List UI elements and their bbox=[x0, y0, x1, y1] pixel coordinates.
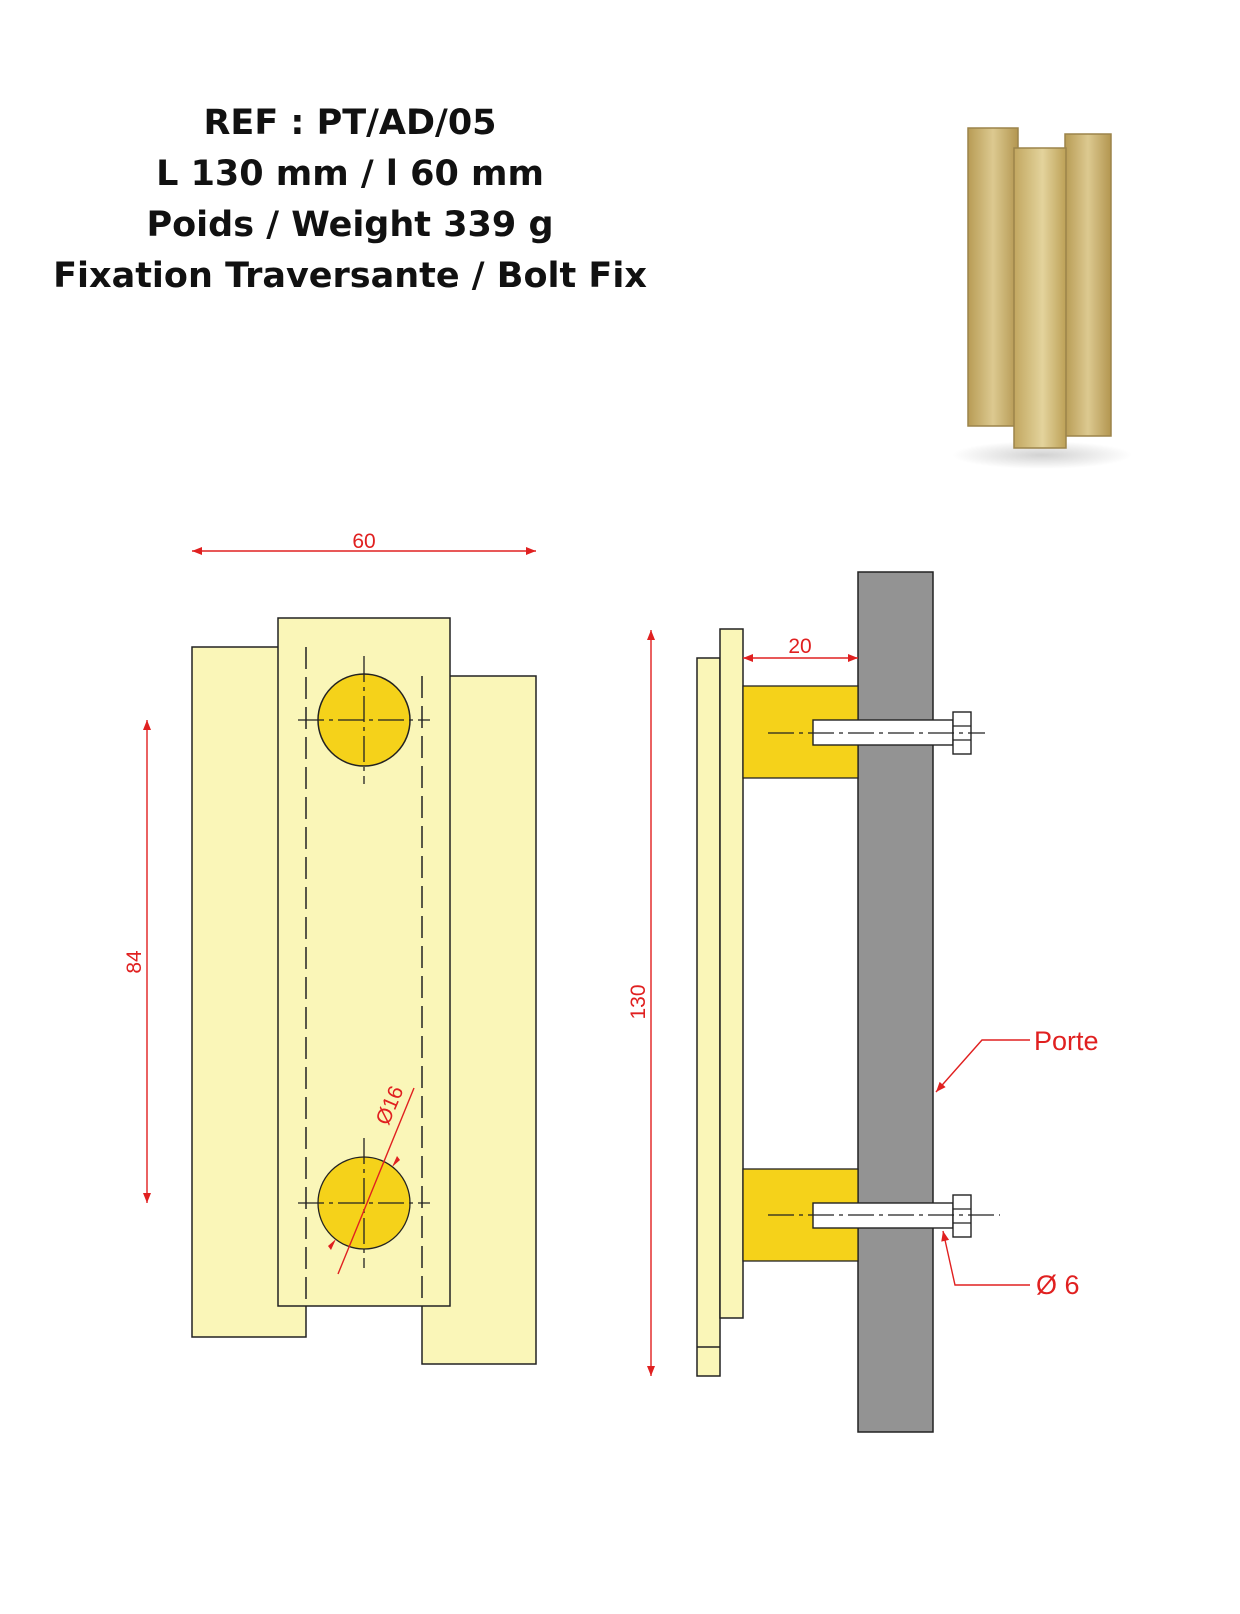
side-middle-plate bbox=[719, 628, 744, 1319]
hole-spacing-dimension-label: 84 bbox=[123, 950, 146, 974]
length-dimension-label: 130 bbox=[627, 984, 650, 1019]
product-header: REF : PT/AD/05 L 130 mm / l 60 mm Poids … bbox=[40, 98, 660, 302]
bolt-diameter-leader bbox=[941, 1230, 1030, 1286]
standoff-dimension-label: 20 bbox=[788, 635, 811, 658]
door-leader bbox=[935, 1039, 1030, 1093]
photo-middle-bar bbox=[1013, 147, 1067, 449]
side-outer-plate bbox=[696, 657, 721, 1377]
front-view: 60 84 Ø16 bbox=[123, 530, 537, 1365]
fixing-text: Fixation Traversante / Bolt Fix bbox=[53, 256, 647, 296]
hole-diameter-leader bbox=[337, 1087, 415, 1275]
size-text: L 130 mm / l 60 mm bbox=[156, 154, 544, 194]
product-photo bbox=[952, 127, 1132, 469]
top-hole bbox=[298, 656, 430, 784]
bottom-bolt bbox=[768, 1194, 1000, 1238]
width-dimension-label: 60 bbox=[352, 530, 375, 553]
photo-left-bar bbox=[967, 127, 1019, 427]
bolt-diameter-label: Ø 6 bbox=[1036, 1270, 1080, 1300]
reference-text: REF : PT/AD/05 bbox=[203, 103, 497, 143]
photo-right-bar bbox=[1064, 133, 1112, 437]
bottom-hole bbox=[298, 1138, 430, 1268]
weight-text: Poids / Weight 339 g bbox=[146, 205, 554, 245]
door-label: Porte bbox=[1034, 1026, 1099, 1056]
door-section bbox=[857, 571, 934, 1433]
top-bolt bbox=[768, 711, 985, 755]
side-view: 130 20 Porte Ø 6 bbox=[627, 571, 1099, 1433]
